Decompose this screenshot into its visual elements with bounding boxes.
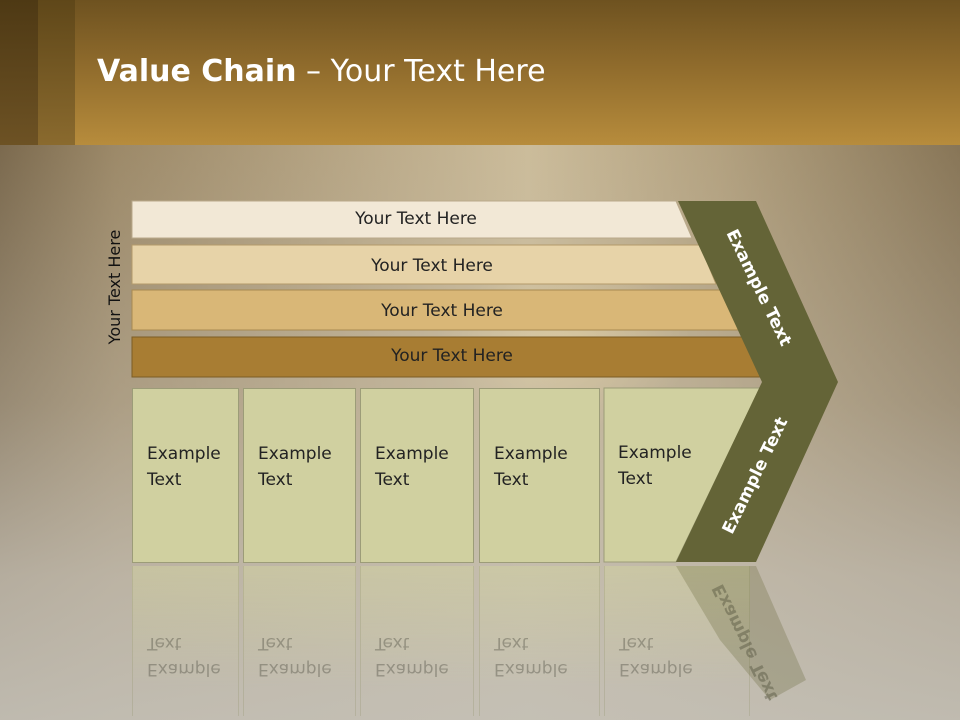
box-4-text: Example Text: [494, 444, 568, 490]
bar-1: [131, 200, 693, 239]
box-2-text: Example Text: [258, 444, 332, 490]
box-3-text: Example Text: [375, 444, 449, 490]
box-reflection: Example Text: [132, 566, 239, 716]
slide-title: Value Chain – Your Text Here: [97, 54, 546, 89]
chevron-arrow: [676, 201, 838, 562]
side-label: Your Text Here: [105, 229, 124, 345]
box-1-text: Example Text: [147, 444, 221, 490]
bar-3-label: Your Text Here: [381, 301, 503, 321]
title-rest-part: – Your Text Here: [296, 54, 546, 89]
bar-2: [131, 244, 717, 285]
bar-1-label: Your Text Here: [355, 209, 477, 229]
title-bold-part: Value Chain: [97, 54, 297, 89]
chevron-reflection: [676, 566, 806, 700]
header-accent-stripe: [38, 0, 75, 145]
header-band: [0, 0, 960, 145]
box-1: Example Text: [132, 388, 239, 563]
header-accent-stripe-dark: [0, 0, 38, 145]
box-reflection: Example Text: [479, 566, 600, 716]
box-3: Example Text: [360, 388, 474, 563]
bar-4-label: Your Text Here: [391, 346, 513, 366]
box-reflection: Example Text: [243, 566, 356, 716]
box-5-text: Example Text: [618, 443, 692, 489]
box-2: Example Text: [243, 388, 356, 563]
box-reflection: Example Text: [360, 566, 474, 716]
box-reflection: Example Text: [604, 566, 750, 716]
bar-2-label: Your Text Here: [371, 256, 493, 276]
box-4: Example Text: [479, 388, 600, 563]
